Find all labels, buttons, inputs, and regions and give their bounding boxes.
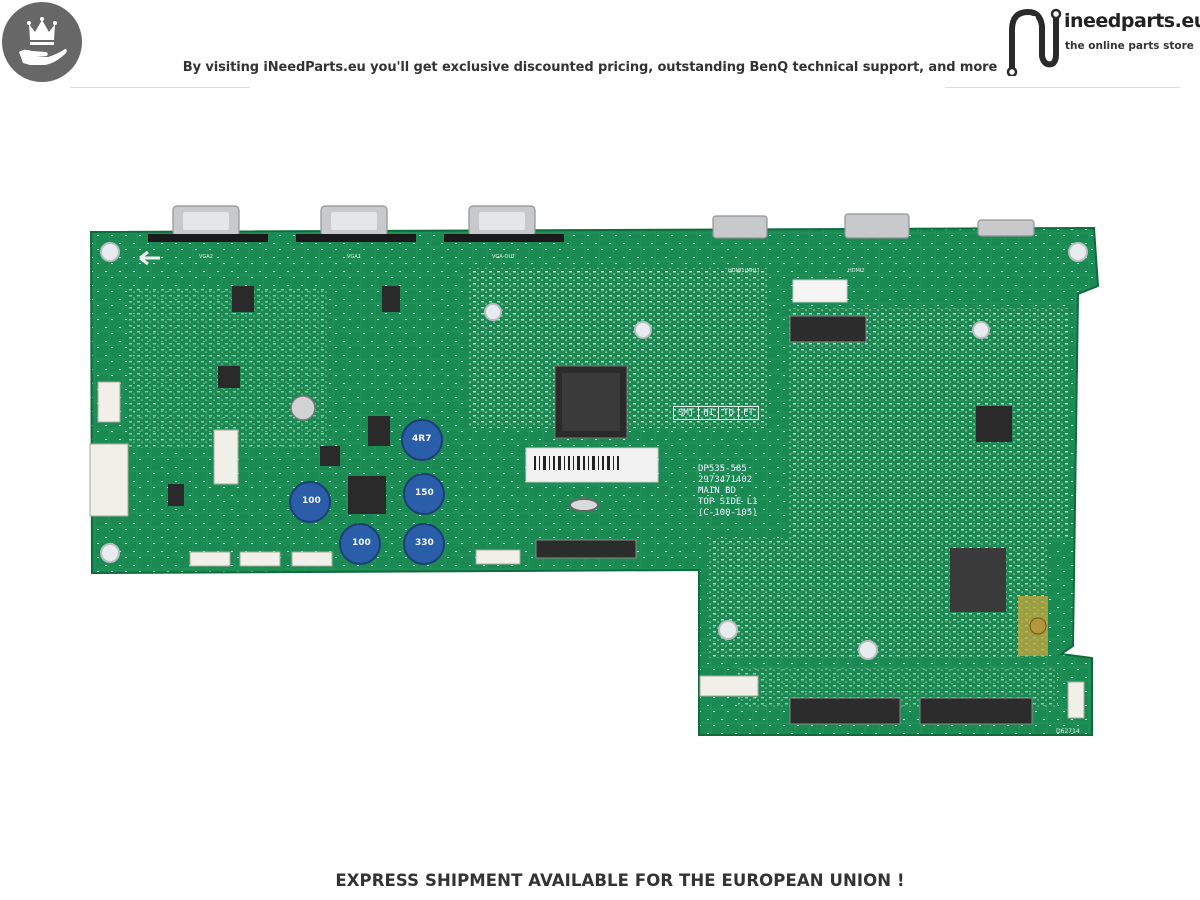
qc-ft: FT <box>742 408 754 418</box>
logo-wordmark: ineedparts.eu <box>1064 10 1200 32</box>
crown-hand-icon <box>19 17 67 65</box>
board-revision: (C-100-105) <box>698 508 758 518</box>
inductor-330: 330 <box>415 538 434 548</box>
port-label-hdmi2: HDMI2 <box>848 268 865 274</box>
board-silkscreen-block: DP535-585 2973471402 MAIN BD TOP SIDE L1… <box>698 464 758 519</box>
header-divider-left <box>70 87 250 88</box>
port-label-vga1: VGA1 <box>347 254 361 260</box>
port-label-hdmi1: HDMI1(MHL) <box>728 268 760 274</box>
qc-checkbox-table: SMT HI TU FT <box>673 406 759 420</box>
inductor-100-a: 100 <box>302 496 321 506</box>
port-label-vga-out: VGA-OUT <box>492 254 516 260</box>
ineedparts-logo[interactable]: ineedparts.eu the online parts store <box>1000 2 1200 76</box>
board-side: TOP SIDE L1 <box>698 497 758 507</box>
inductor-150: 150 <box>415 488 434 498</box>
qc-smt: SMT <box>674 407 700 419</box>
ineedparts-circuit-icon <box>1006 8 1062 76</box>
main-board-image <box>89 205 1100 736</box>
port-label-vga2: VGA2 <box>199 254 213 260</box>
qc-tu: TU <box>719 407 739 419</box>
shipping-notice: EXPRESS SHIPMENT AVAILABLE FOR THE EUROP… <box>335 871 905 890</box>
logo-subtitle: the online parts store <box>1065 40 1194 52</box>
board-model: DP535-585 <box>698 464 747 474</box>
inductor-4r7: 4R7 <box>412 434 432 444</box>
board-corner-code: D62714 <box>1056 728 1080 735</box>
crown-badge <box>2 2 82 82</box>
promo-tagline: By visiting iNeedParts.eu you'll get exc… <box>182 60 998 75</box>
qc-hi: HI <box>699 407 720 419</box>
inductor-100-b: 100 <box>352 538 371 548</box>
header-divider-right <box>945 87 1180 88</box>
board-name: MAIN BD <box>698 486 736 496</box>
board-part-number: 2973471402 <box>698 475 753 485</box>
product-photo: SMT HI TU FT DP535-585 2973471402 MAIN B… <box>88 198 1103 743</box>
